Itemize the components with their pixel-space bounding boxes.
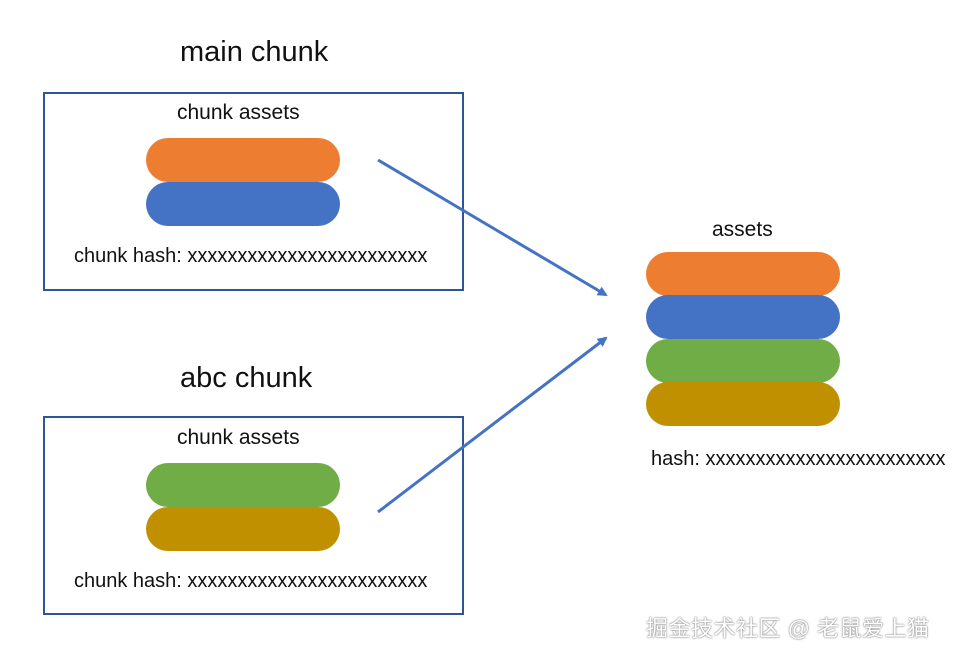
output-assets-label: assets [712, 218, 773, 241]
main-chunk-hash: chunk hash: xxxxxxxxxxxxxxxxxxxxxxxx [74, 245, 428, 267]
output-asset-blue [646, 295, 840, 339]
main-chunk-asset-orange [146, 138, 340, 182]
abc-chunk-asset-gold [146, 507, 340, 551]
arrow-abc-to-assets [377, 336, 608, 514]
abc-chunk-hash: chunk hash: xxxxxxxxxxxxxxxxxxxxxxxx [74, 570, 428, 592]
main-chunk-assets-label: chunk assets [177, 101, 300, 124]
abc-chunk-asset-green [146, 463, 340, 507]
abc-chunk-title: abc chunk [180, 362, 313, 394]
watermark-text: 掘金技术社区 @ 老鼠爱上猫 [646, 616, 930, 641]
arrow-main-to-assets [377, 158, 608, 297]
main-chunk-title: main chunk [180, 36, 329, 68]
output-hash: hash: xxxxxxxxxxxxxxxxxxxxxxxx [651, 448, 946, 470]
output-asset-gold [646, 382, 840, 426]
output-asset-green [646, 339, 840, 383]
output-asset-orange [646, 252, 840, 296]
main-chunk-asset-blue [146, 182, 340, 226]
abc-chunk-assets-label: chunk assets [177, 426, 300, 449]
